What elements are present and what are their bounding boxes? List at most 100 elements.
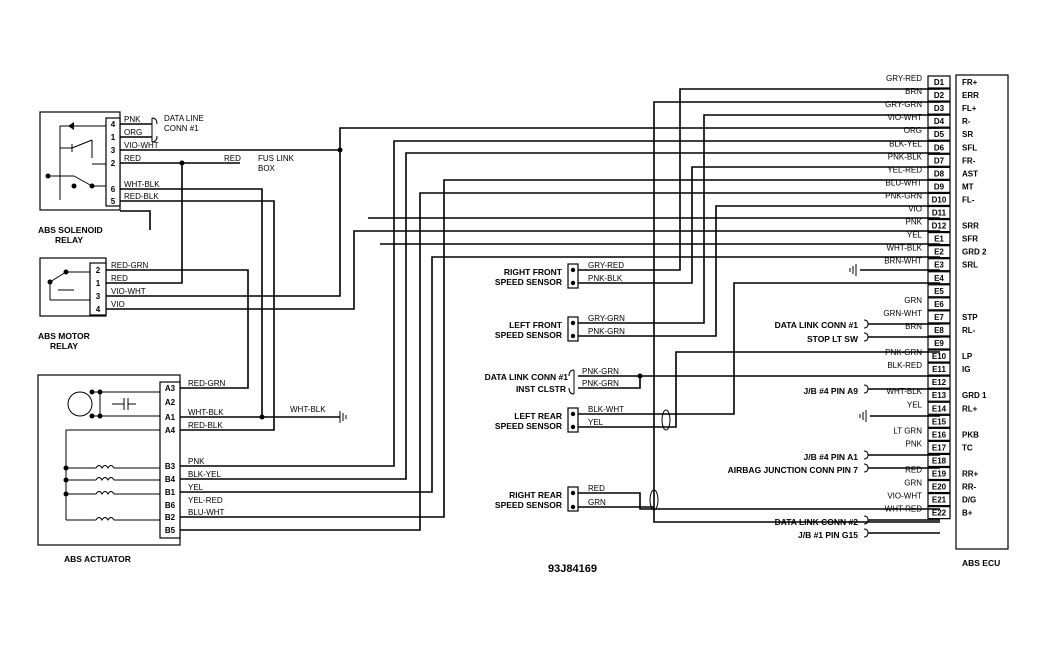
rf-gry-red-wire <box>578 88 940 271</box>
lr-connector <box>567 407 579 433</box>
lr-blk-wht-wire <box>578 282 940 415</box>
node-dot-icon <box>337 147 343 153</box>
ecu-wire-color: VIO <box>908 205 922 214</box>
inst-wire-label: PNK-GRN <box>582 379 619 388</box>
lr-wire2-label: YEL <box>588 418 604 427</box>
rr-red-wire <box>578 492 940 510</box>
ecu-pin-number: D2 <box>934 91 945 100</box>
ecu-wire-color: RED <box>905 466 922 475</box>
ecu-pin-number: E8 <box>934 326 944 335</box>
actuator-pin-number: A2 <box>165 398 176 407</box>
ecu-wire-color: LT GRN <box>893 426 922 435</box>
ecu-pin-number: D4 <box>934 117 945 126</box>
ecu-pin-number: E17 <box>932 443 947 452</box>
e7-connection-label: STOP LT SW <box>807 334 859 344</box>
node-dot-icon <box>179 160 185 166</box>
lf-gry-grn-wire <box>578 114 940 324</box>
ecu-pin-number: D1 <box>934 78 945 87</box>
node-dot-icon <box>89 389 95 395</box>
ecu-wire-color: GRN <box>904 479 922 488</box>
abs-actuator: ABS ACTUATOR A3RED-GRNA2A1WHT-BLKA4RED-B… <box>37 374 347 564</box>
lf-sensor-label: LEFT FRONT <box>509 320 563 330</box>
solenoid-pin-number: 2 <box>111 159 116 168</box>
lr-sensor-label-2: SPEED SENSOR <box>495 421 562 431</box>
ecu-pin-function: FL- <box>962 195 975 204</box>
ecu-pin-number: D6 <box>934 143 945 152</box>
ecu-pin-box <box>927 297 951 311</box>
ecu-pin-box <box>927 401 951 415</box>
rr-sensor-label: RIGHT REAR <box>509 490 562 500</box>
inst-clstr-label: INST CLSTR <box>516 384 566 394</box>
ecu-pin-number: E6 <box>934 300 944 309</box>
solenoid-coil-icon <box>95 465 160 521</box>
ecu-pin-number: E2 <box>934 248 944 257</box>
ecu-wire-color: YEL <box>907 400 923 409</box>
rr-wire2-label: GRN <box>588 498 606 507</box>
terminal-icon <box>570 333 576 339</box>
diagram-id: 93J84169 <box>548 563 597 575</box>
e21-connection-label: DATA LINK CONN #2 <box>775 517 859 527</box>
shield-icon <box>661 409 671 431</box>
rf-connector <box>567 263 579 289</box>
ecu-wire-color: PNK <box>906 439 923 448</box>
actuator-pin-number: A4 <box>165 426 176 435</box>
ecu-wire-color: YEL-RED <box>887 165 922 174</box>
rf-sensor-label-2: SPEED SENSOR <box>495 277 562 287</box>
speed-sensor-connectors <box>567 263 579 512</box>
solenoid-pin-number: 6 <box>111 185 116 194</box>
ecu-pin-function: B+ <box>962 509 973 518</box>
data-line-wires <box>120 123 152 138</box>
ecu-pin-number: E12 <box>932 378 947 387</box>
solenoid-red-blk-wire <box>120 200 275 431</box>
ecu-wire-color: YEL <box>907 231 923 240</box>
motor-relay-internals <box>49 271 90 301</box>
node-dot-icon <box>97 413 103 419</box>
ecu-pin-function: D/G <box>962 496 976 505</box>
e17-connection-label: AIRBAG JUNCTION CONN PIN 7 <box>728 465 859 475</box>
lf-wire1-label: GRY-GRN <box>588 314 625 323</box>
actuator-b3-wire <box>180 140 940 467</box>
lr-yel-wire <box>578 351 940 428</box>
node-dot-icon <box>89 413 95 419</box>
lf-sensor-label-2: SPEED SENSOR <box>495 330 562 340</box>
dlc-label: DATA LINK CONN #1 <box>485 372 569 382</box>
ecu-wire-color: BLK-YEL <box>889 139 922 148</box>
ecu-pin-function: RL+ <box>962 404 978 413</box>
ecu-pin-box <box>927 427 951 441</box>
ecu-pin-function: AST <box>962 169 978 178</box>
switch-contact-icon <box>47 279 53 285</box>
motor-relay-pin-number: 3 <box>96 292 101 301</box>
ecu-wire-color: BRN-WHT <box>884 257 922 266</box>
motor-vio-wire <box>106 230 940 310</box>
ecu-pin-number: E9 <box>934 339 944 348</box>
ecu-pin-function: FL+ <box>962 104 977 113</box>
connector-bracket-icon <box>151 117 158 143</box>
actuator-pin-number: A1 <box>165 413 176 422</box>
motor-relay-pin-number: 4 <box>96 305 101 314</box>
rr-connector <box>567 486 579 512</box>
ecu-pin-number: D10 <box>932 195 947 204</box>
switch-contact-icon <box>63 269 69 275</box>
fus-wire-label: RED <box>224 154 241 163</box>
ecu-pin-function: SRL <box>962 261 978 270</box>
solenoid-pin-number: 5 <box>111 197 116 206</box>
actuator-body <box>37 374 181 546</box>
ecu-pin-function: TC <box>962 443 973 452</box>
ecu-wire-color: BRN <box>905 322 922 331</box>
ecu-pin-number: E22 <box>932 509 947 518</box>
node-dot-icon <box>63 465 69 471</box>
ecu-wire-color: WHT-BLK <box>886 387 922 396</box>
actuator-pin-number: B5 <box>165 526 176 535</box>
ecu-pin-box <box>927 75 951 89</box>
ecu-pin-function: IG <box>962 365 970 374</box>
actuator-pin-number: B3 <box>165 462 176 471</box>
terminal-icon <box>570 490 576 496</box>
ecu-wire-color: BLU-WHT <box>886 178 923 187</box>
ecu-pin-number: E18 <box>932 456 947 465</box>
ecu-pin-number: D8 <box>934 169 945 178</box>
ecu-wire-color: VIO-WHT <box>887 492 922 501</box>
ecu-pin-function: FR+ <box>962 78 978 87</box>
ecu-brn-wire <box>653 101 940 507</box>
